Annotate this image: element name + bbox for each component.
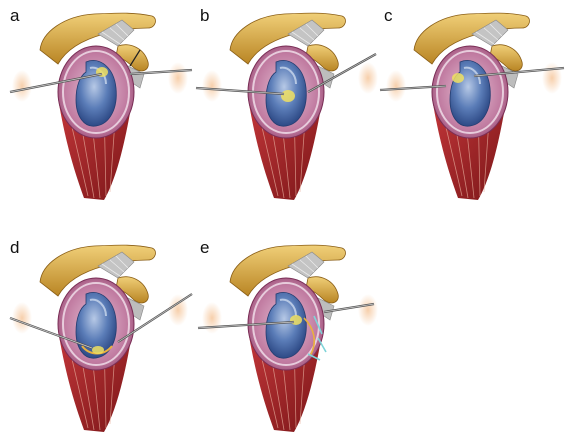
- panel-e: e: [196, 238, 386, 448]
- panel-c: c: [379, 6, 570, 216]
- panel-label-b: b: [200, 6, 210, 25]
- shoulder-illustration-d: [9, 244, 193, 433]
- panel-b: b: [195, 6, 386, 216]
- shoulder-illustration-c: [379, 12, 565, 201]
- panel-a: a: [6, 6, 196, 216]
- panel-label-a: a: [10, 6, 20, 25]
- shoulder-illustration-b: [195, 12, 379, 201]
- shoulder-illustration-e: [197, 244, 379, 433]
- panel-label-d: d: [10, 238, 20, 257]
- panel-label-e: e: [200, 238, 210, 257]
- shoulder-illustration-a: [9, 12, 193, 201]
- panel-d: d: [6, 238, 196, 448]
- panel-label-c: c: [384, 6, 393, 25]
